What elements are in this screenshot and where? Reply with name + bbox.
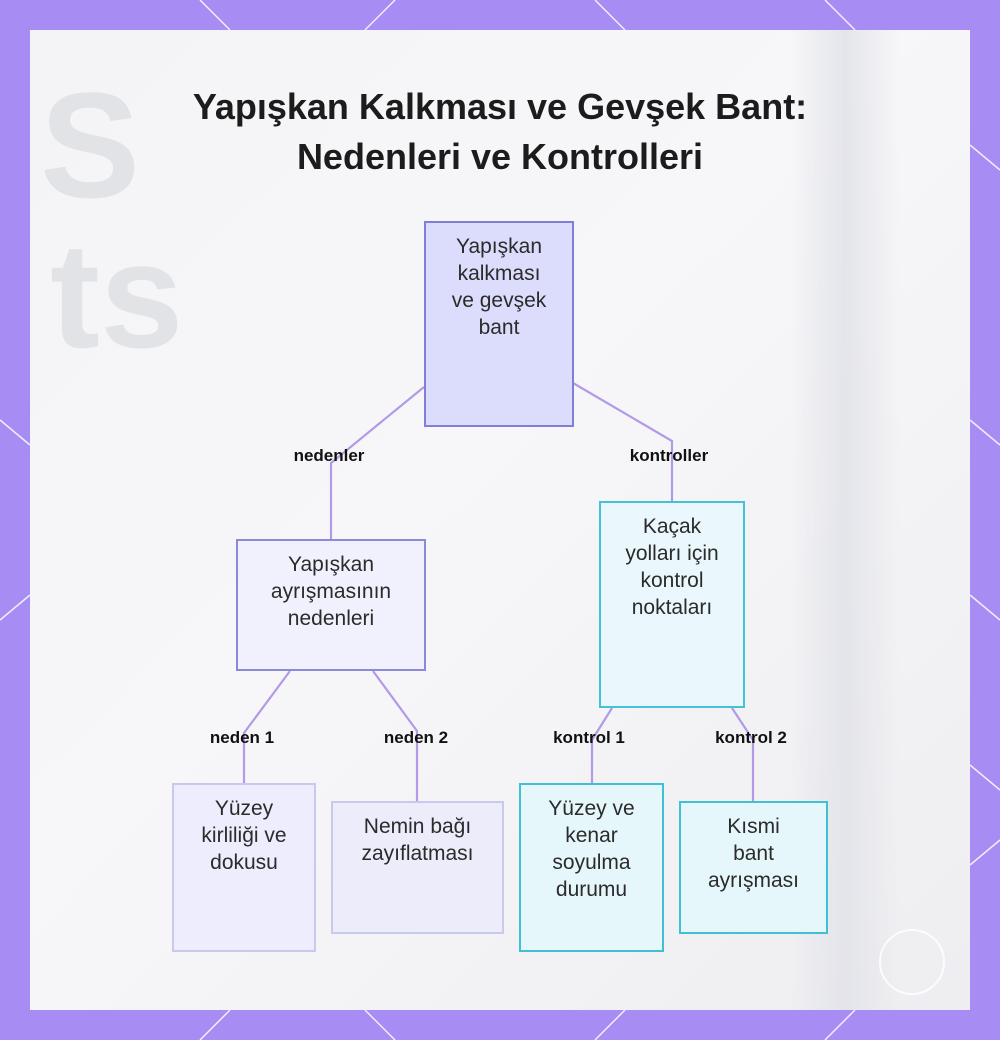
edge-label-control2: kontrol 2 [715, 728, 787, 747]
edge-label-causes: nedenler [293, 446, 365, 465]
edge-causes-cause1 [242, 670, 291, 783]
node-controls-line: noktaları [631, 596, 713, 619]
node-root-line: ve gevşek [451, 289, 547, 312]
node-controls-line: Kaçak [642, 515, 702, 538]
node-controls-line: yolları için [625, 542, 719, 565]
node-causes: Yapışkan ayrışmasının nedenleri [236, 539, 426, 671]
node-cause-2-line: Nemin bağı [363, 815, 472, 838]
node-cause-2-line: zayıflatması [361, 842, 474, 865]
node-root-line: bant [478, 316, 520, 339]
node-cause-1-line: Yüzey [214, 797, 274, 820]
node-cause-2: Nemin bağı zayıflatması [331, 801, 504, 934]
node-control-1-line: durumu [555, 878, 628, 901]
edge-controls-control2 [731, 707, 755, 801]
node-cause-1-line: kirliliği ve [201, 824, 287, 847]
node-cause-1: Yüzey kirliliği ve dokusu [172, 783, 316, 952]
edge-label-cause1: neden 1 [209, 728, 275, 747]
node-root-line: Yapışkan [456, 235, 542, 258]
edge-root-controls [572, 382, 674, 501]
background-text-1: S [40, 61, 141, 229]
node-root: Yapışkan kalkması ve gevşek bant [424, 221, 574, 427]
edge-root-causes [329, 386, 425, 539]
node-control-1-line: soyulma [552, 851, 631, 874]
node-causes-line: nedenleri [287, 607, 375, 630]
node-control-2-line: bant [733, 842, 774, 865]
diagram-title-line-1: Yapışkan Kalkması ve Gevşek Bant: [192, 86, 808, 127]
edge-causes-cause2 [372, 670, 419, 801]
node-control-2-line: Kısmi [727, 815, 780, 838]
node-control-1-line: kenar [565, 824, 618, 847]
background-text-2: ts [50, 211, 184, 379]
node-root-line: kalkması [457, 262, 541, 285]
diagram-title-line-2: Nedenleri ve Kontrolleri [296, 136, 704, 177]
watermark-logo-icon [879, 929, 945, 995]
node-causes-line: Yapışkan [288, 553, 374, 576]
node-control-2: Kısmi bant ayrışması [679, 801, 828, 934]
node-control-1-line: Yüzey ve [548, 797, 635, 820]
edge-label-cause2: neden 2 [383, 728, 449, 747]
node-control-2-line: ayrışması [707, 869, 799, 892]
edge-controls-control1 [590, 707, 613, 783]
node-controls-line: kontrol [640, 569, 704, 592]
edge-label-controls: kontroller [629, 446, 709, 465]
node-causes-line: ayrışmasının [270, 580, 392, 603]
edge-label-control1: kontrol 1 [553, 728, 625, 747]
node-controls: Kaçak yolları için kontrol noktaları [599, 501, 745, 708]
node-control-1: Yüzey ve kenar soyulma durumu [519, 783, 664, 952]
node-cause-1-line: dokusu [210, 851, 278, 874]
